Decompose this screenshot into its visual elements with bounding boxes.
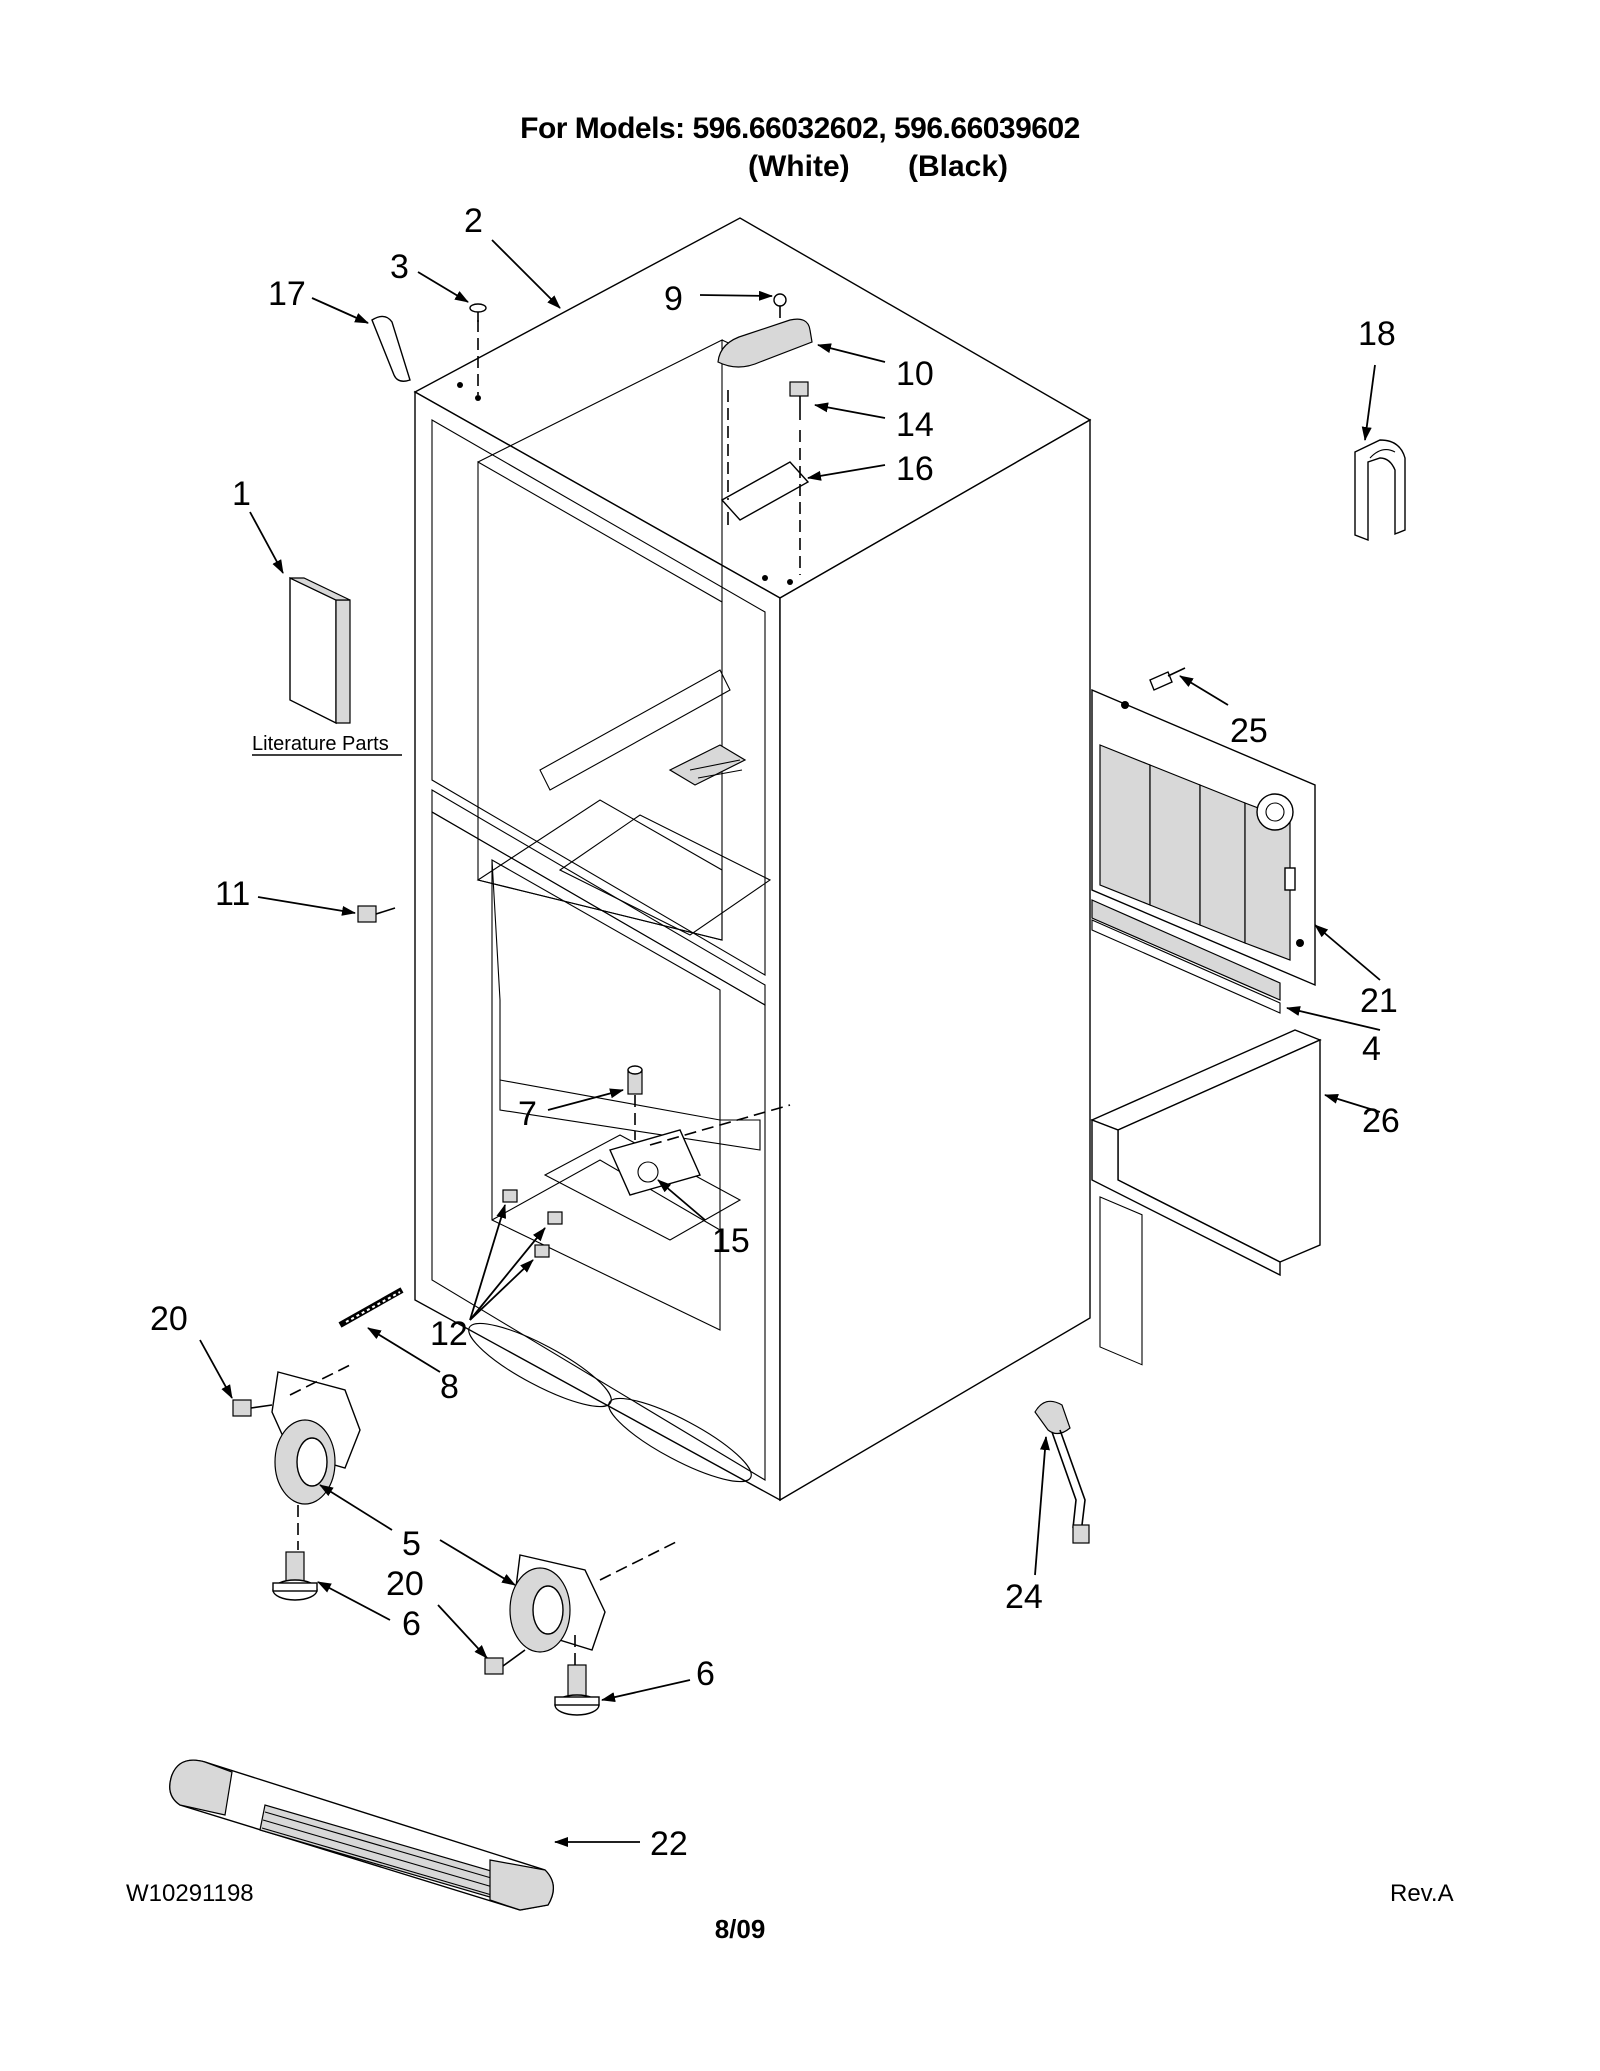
- top-hinge-assembly: [477, 293, 813, 575]
- document-revision: Rev.A: [1390, 1880, 1454, 1907]
- insulation-strip-4: [1091, 899, 1281, 1001]
- panel-26: [1090, 1029, 1322, 1277]
- callout-20b: 20: [386, 1565, 424, 1603]
- document-date: 8/09: [714, 1914, 766, 1944]
- rear-access-panel-21: [1091, 667, 1316, 1366]
- power-cord-24: [1034, 1400, 1090, 1544]
- roller-assembly-right: [484, 1539, 681, 1716]
- callout-4: 4: [1362, 1030, 1381, 1068]
- callout-2: 2: [464, 202, 483, 240]
- roller-assembly-left: [232, 1364, 361, 1601]
- screw-part-3: [469, 303, 487, 322]
- pin-part-7: [627, 1065, 643, 1140]
- bolt-part-8: [338, 1287, 404, 1328]
- callout-8: 8: [440, 1368, 459, 1406]
- callout-10: 10: [896, 355, 934, 393]
- base-grille-22: [169, 1759, 554, 1911]
- bracket-part-15: [609, 1104, 791, 1196]
- callout-1: 1: [232, 475, 251, 513]
- callout-21: 21: [1360, 982, 1398, 1020]
- black-model-label: (Black): [908, 150, 1009, 183]
- door-clip-18: [1354, 439, 1406, 542]
- callout-25: 25: [1230, 712, 1268, 750]
- callout-9: 9: [664, 280, 683, 318]
- document-part-number: W10291198: [126, 1880, 254, 1907]
- callout-11: 12: [430, 1315, 468, 1353]
- callout-14: 14: [896, 406, 934, 444]
- callout-17: 17: [268, 275, 306, 313]
- callout-5: 5: [402, 1525, 421, 1563]
- screws-part-11: [502, 1189, 563, 1258]
- callout-26: 26: [1362, 1102, 1400, 1140]
- callout-7: 7: [518, 1095, 537, 1133]
- refrigerator-cabinet: [413, 217, 1092, 1502]
- leader-arrows: [199, 239, 1381, 1847]
- trim-strip-17: [371, 315, 411, 382]
- callout-15: 15: [712, 1222, 750, 1260]
- callout-6a: 6: [402, 1605, 421, 1643]
- callout-12: 11: [215, 875, 250, 913]
- literature-label: Literature Parts: [252, 733, 389, 755]
- models-title: For Models: 596.66032602, 596.66039602: [520, 112, 1080, 145]
- screw-part-12: [357, 905, 396, 923]
- white-model-label: (White): [748, 150, 850, 183]
- callout-3: 3: [390, 248, 409, 286]
- callout-20a: 20: [150, 1300, 188, 1338]
- callout-16: 16: [896, 450, 934, 488]
- callout-6b: 6: [696, 1655, 715, 1693]
- callout-18: 18: [1358, 315, 1396, 353]
- callout-22: 22: [650, 1825, 688, 1863]
- callout-24: 24: [1005, 1578, 1043, 1616]
- literature-parts-book: [289, 576, 351, 725]
